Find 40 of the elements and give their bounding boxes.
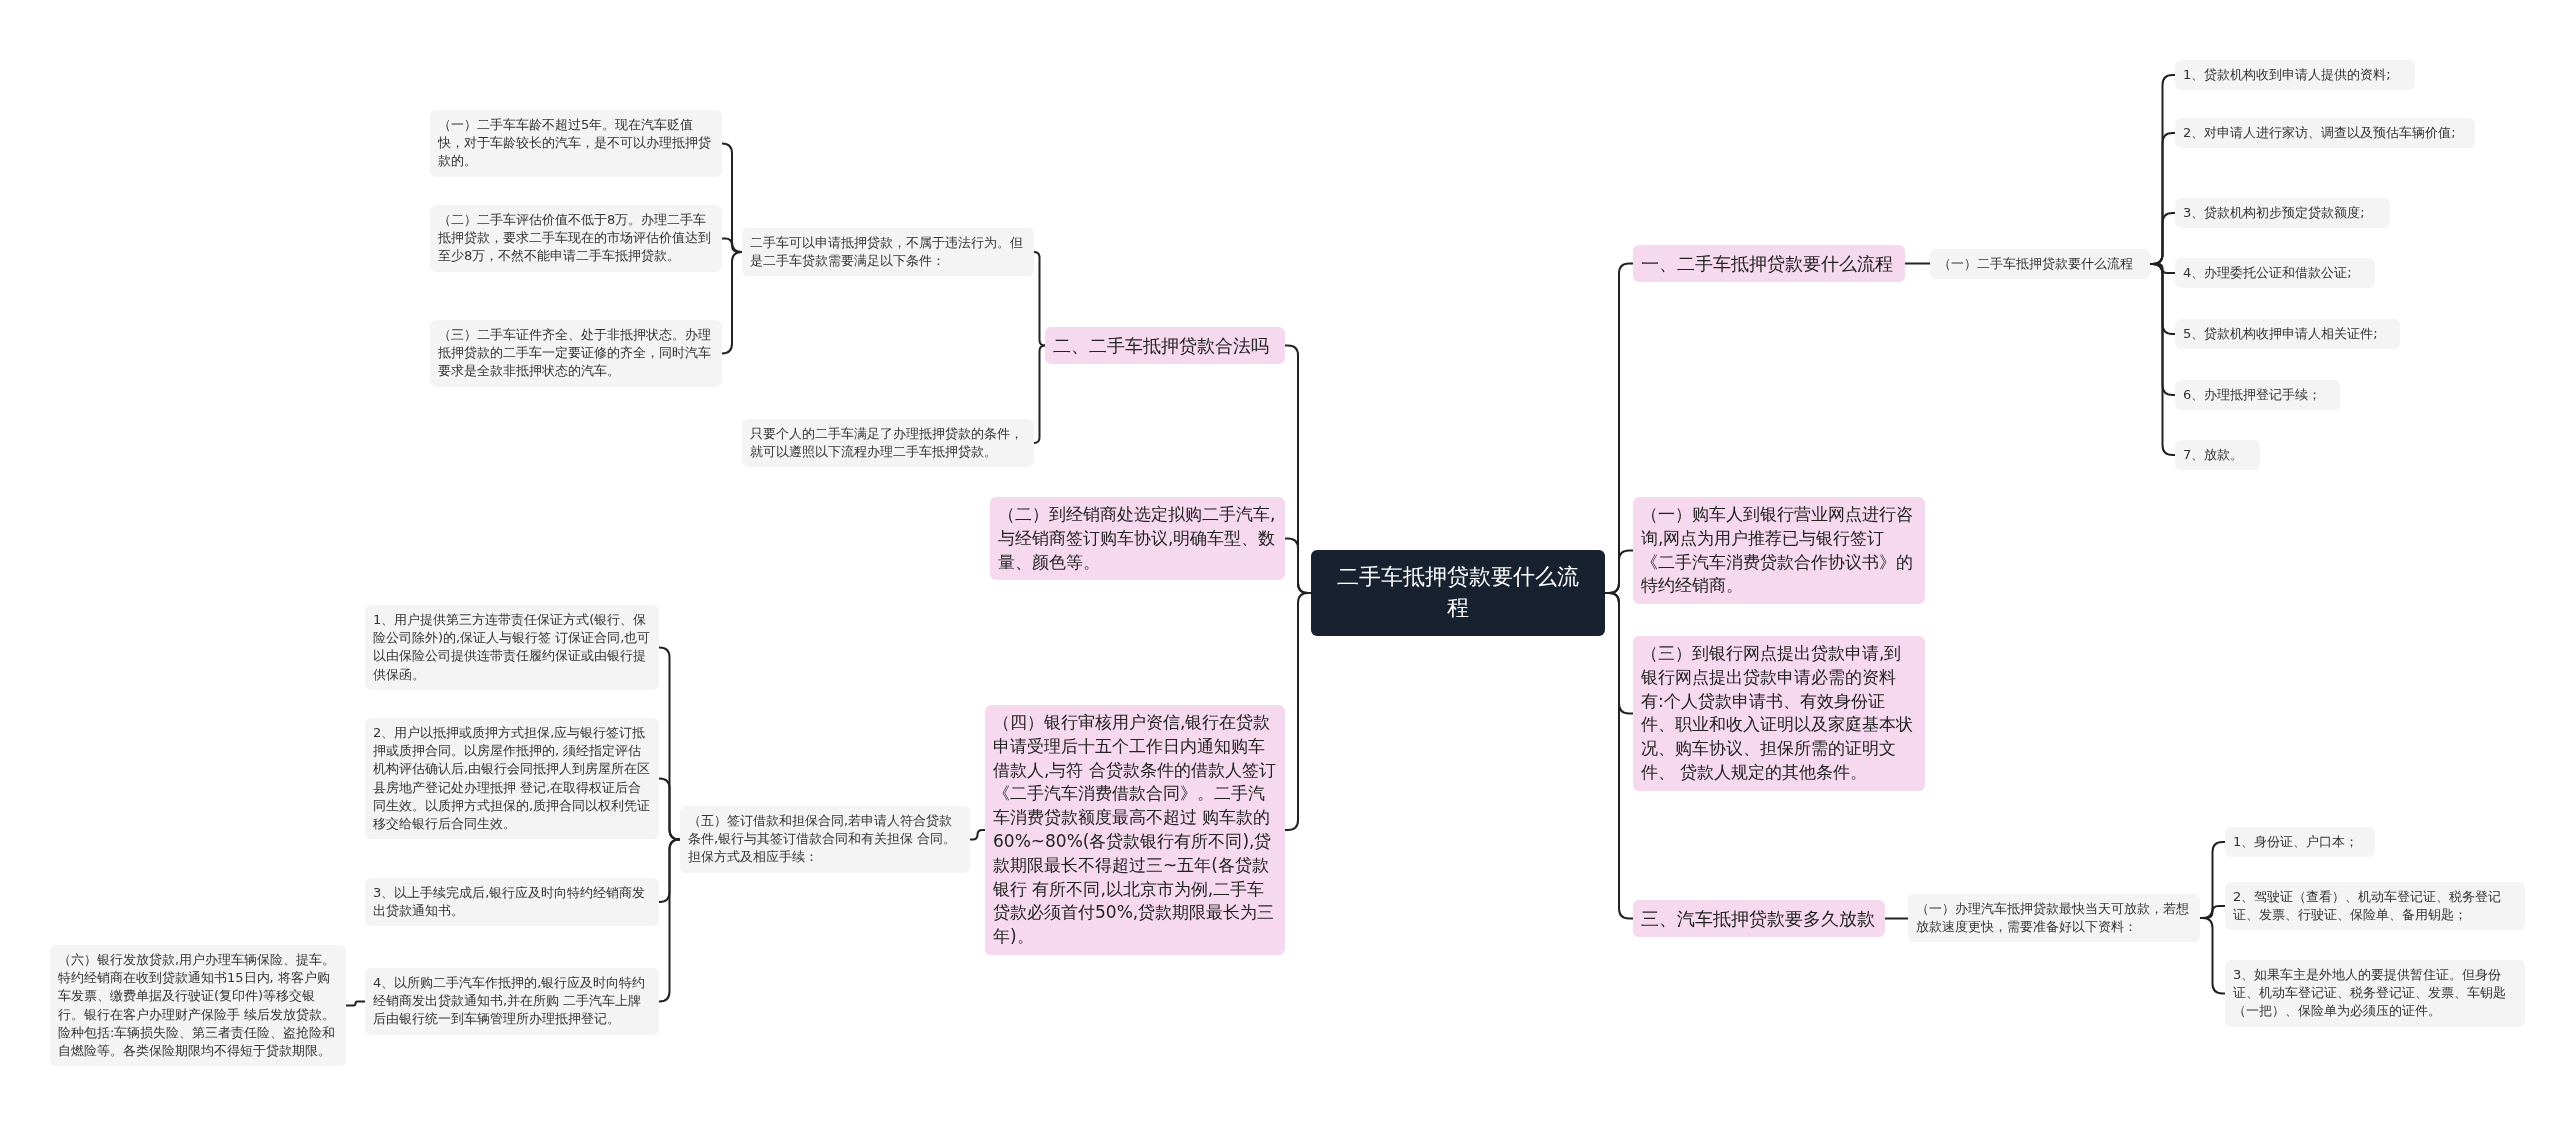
- subtopic-box: （一）二手车抵押贷款要什么流程: [1930, 249, 2150, 280]
- connector-line: [969, 829, 986, 841]
- topic-box: （一）购车人到银行营业网点进行咨询,网点为用户推荐已与银行签订《二手汽车消费贷款合作协议书》的特约经销商。: [1633, 497, 1925, 605]
- subtopic-box: （五）签订借款和担保合同,若申请人符合贷款条件,银行与其签订借款合同和有关担保 合同。担保方式及相应手续：: [680, 806, 970, 873]
- subtopic-box: 4、办理委托公证和借款公证;: [2175, 258, 2375, 289]
- topic-box: （二）到经销商处选定拟购二手汽车,与经销商签订购车协议,明确车型、数量、颜色等。: [990, 497, 1285, 581]
- connector-line: [345, 1000, 366, 1007]
- subtopic-box: （一）二手车车龄不超过5年。现在汽车贬值快，对于车龄较长的汽车，是不可以办理抵押贷款的。: [430, 110, 722, 177]
- subtopic-box: （六）银行发放贷款,用户办理车辆保险、提车。特约经销商在收到贷款通知书15日内, 将客户购车发票、缴费单据及行驶证(复印件)等移交银行。银行在客户办理财产保险手 续后发放贷款。险种包括:车辆损失险、第三者责任险、盗抢险和自燃险等。各类保险期限均不得短于贷款期限。: [50, 945, 346, 1067]
- subtopic-box: 2、对申请人进行家访、调查以及预估车辆价值;: [2175, 118, 2475, 149]
- central-topic: 二手车抵押贷款要什么流程: [1311, 550, 1605, 636]
- subtopic-box: 3、贷款机构初步预定贷款额度;: [2175, 198, 2390, 229]
- subtopic-box: 4、以所购二手汽车作抵押的,银行应及时向特约经销商发出贷款通知书,并在所购 二手汽车上牌后由银行统一到车辆管理所办理抵押登记。: [365, 968, 659, 1035]
- connector-line: [1904, 262, 1931, 265]
- connector-line: [658, 777, 681, 841]
- subtopic-box: 5、贷款机构收押申请人相关证件;: [2175, 319, 2400, 350]
- subtopic-box: （三）二手车证件齐全、处于非抵押状态。办理抵押贷款的二手车一定要证修的齐全，同时汽车要求是全款非抵押状态的汽车。: [430, 320, 722, 387]
- subtopic-box: （一）办理汽车抵押贷款最快当天可放款，若想放款速度更快，需要准备好以下资料：: [1908, 894, 2200, 943]
- subtopic-box: 1、身份证、户口本；: [2225, 827, 2375, 858]
- subtopic-box: 2、用户以抵押或质押方式担保,应与银行签订抵押或质押合同。以房屋作抵押的, 须经指定评估机构评估确认后,由银行会同抵押人到房屋所在区县房地产登记处办理抵押 登记,在取得权证后合同生效。以质押方式担保的,质押合同以权利凭证移交给银行后合同生效。: [365, 718, 659, 840]
- connector-line: [1033, 344, 1046, 444]
- subtopic-box: （二）二手车评估价值不低于8万。办理二手车抵押贷款，要求二手车现在的市场评估价值达到至少8万，不然不能申请二手车抵押贷款。: [430, 205, 722, 272]
- subtopic-box: 1、贷款机构收到申请人提供的资料;: [2175, 60, 2415, 91]
- subtopic-box: 3、如果车主是外地人的要提供暂住证。但身份证、机动车登记证、税务登记证、发票、车钥匙（一把）、保险单为必须压的证件。: [2225, 960, 2525, 1027]
- subtopic-box: 7、放款。: [2175, 440, 2260, 471]
- topic-box: 二、二手车抵押贷款合法吗: [1045, 327, 1285, 365]
- topic-box: （三）到银行网点提出贷款申请,到银行网点提出贷款申请必需的资料有:个人贷款申请书、有效身份证件、职业和收入证明以及家庭基本状况、购车协议、担保所需的证明文件、 贷款人规定的其他条件。: [1633, 636, 1925, 791]
- subtopic-box: 二手车可以申请抵押贷款，不属于违法行为。但是二手车贷款需要满足以下条件：: [742, 228, 1034, 277]
- subtopic-box: 3、以上手续完成后,银行应及时向特约经销商发出贷款通知书。: [365, 878, 659, 927]
- connector-line: [1884, 917, 1909, 920]
- connector-line: [721, 251, 743, 355]
- topic-box: 一、二手车抵押贷款要什么流程: [1633, 245, 1905, 283]
- subtopic-box: 1、用户提供第三方连带责任保证方式(银行、保险公司除外)的,保证人与银行签 订保证合同,也可以由保险公司提供连带责任履约保证或由银行提供保函。: [365, 605, 659, 690]
- subtopic-box: 只要个人的二手车满足了办理抵押贷款的条件，就可以遵照以下流程办理二手车抵押贷款。: [742, 419, 1034, 468]
- connector-line: [658, 838, 681, 1003]
- subtopic-box: 2、驾驶证（查看）、机动车登记证、税务登记证、发票、行驶证、保险单、备用钥匙；: [2225, 882, 2525, 931]
- topic-box: （四）银行审核用户资信,银行在贷款申请受理后十五个工作日内通知购车借款人,与符 合贷款条件的借款人签订《二手汽车消费借款合同》。二手汽车消费贷款额度最高不超过 购车款的60%~80%(各贷款银行有所不同),贷款期限最长不得超过三~五年(各贷款银行 有所不同,以北京市为例,二手车贷款必须首付50%,贷款期限最长为三年)。: [985, 705, 1285, 955]
- connector-line: [1033, 251, 1046, 347]
- subtopic-box: 6、办理抵押登记手续；: [2175, 380, 2340, 411]
- topic-box: 三、汽车抵押贷款要多久放款: [1633, 900, 1885, 938]
